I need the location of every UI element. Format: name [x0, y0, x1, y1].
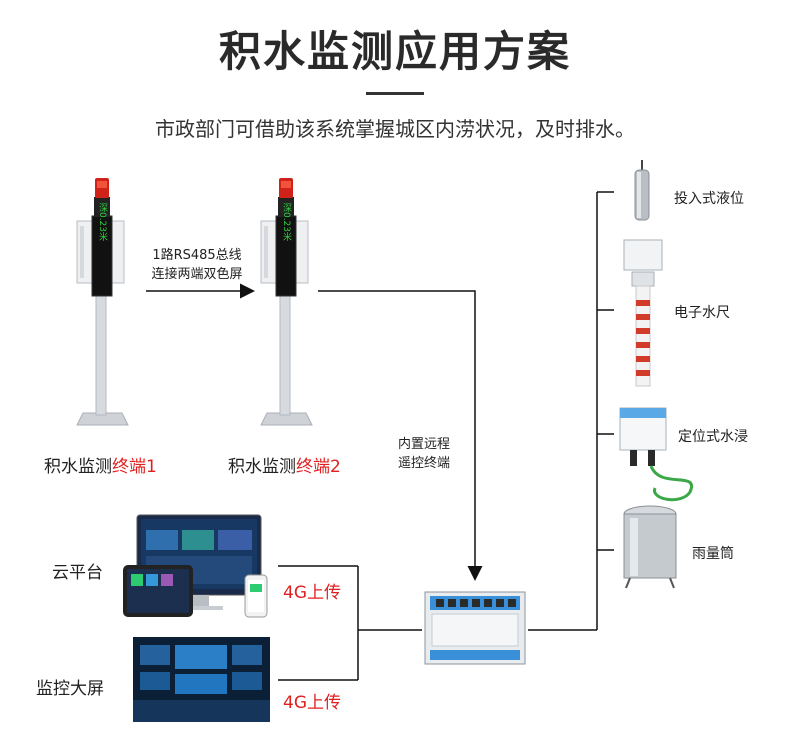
- sensor-rain-gauge: [623, 505, 677, 589]
- terminal-1-label: 积水监测终端1: [44, 452, 157, 477]
- terminal-2-label-suffix: 终端2: [296, 457, 341, 477]
- terminal-2-pole: [260, 178, 313, 426]
- remote-label-line1: 内置远程: [398, 437, 451, 452]
- page-title: 积水监测应用方案: [218, 27, 571, 76]
- cloud-platform-devices: [123, 514, 268, 618]
- page-subtitle: 市政部门可借助该系统掌握城区内涝状况，及时排水。: [155, 117, 635, 141]
- sensor-water-immersion: [619, 407, 694, 502]
- sensor-level-probe: [634, 160, 650, 221]
- sensor-label-rain: 雨量筒: [692, 546, 734, 562]
- terminal-to-controller-arrow: [318, 290, 483, 581]
- upload-label-screen: 4G上传: [283, 693, 341, 713]
- remote-label-line2: 遥控终端: [398, 456, 451, 471]
- terminal-2-label-prefix: 积水监测: [228, 457, 296, 477]
- remote-terminal-label: 内置远程 遥控终端: [398, 435, 470, 473]
- sensor-label-gauge: 电子水尺: [674, 305, 730, 321]
- terminal-1-label-prefix: 积水监测: [44, 457, 112, 477]
- cloud-platform-label: 云平台: [52, 563, 103, 583]
- monitoring-big-screen: [133, 637, 270, 722]
- sensor-water-gauge: [623, 239, 663, 387]
- terminal-1-led-text: 深0.23米: [97, 203, 108, 242]
- terminal-1-pole: [76, 178, 129, 426]
- terminal-2-led-text: 深0.23米: [281, 203, 292, 242]
- big-screen-label: 监控大屏: [36, 679, 104, 699]
- terminal-2-label: 积水监测终端2: [228, 452, 341, 477]
- title-underline: [366, 92, 424, 95]
- rs485-label: 1路RS485总线 连接两端双色屏: [139, 246, 255, 284]
- sensor-label-immersion: 定位式水浸: [678, 429, 748, 445]
- terminal-1-label-suffix: 终端1: [112, 457, 157, 477]
- sensor-label-level: 投入式液位: [674, 191, 744, 207]
- rs485-label-line1: 1路RS485总线: [152, 248, 242, 263]
- rs485-label-line2: 连接两端双色屏: [151, 267, 243, 282]
- upload-label-cloud: 4G上传: [283, 583, 341, 603]
- controller-device: [424, 591, 526, 665]
